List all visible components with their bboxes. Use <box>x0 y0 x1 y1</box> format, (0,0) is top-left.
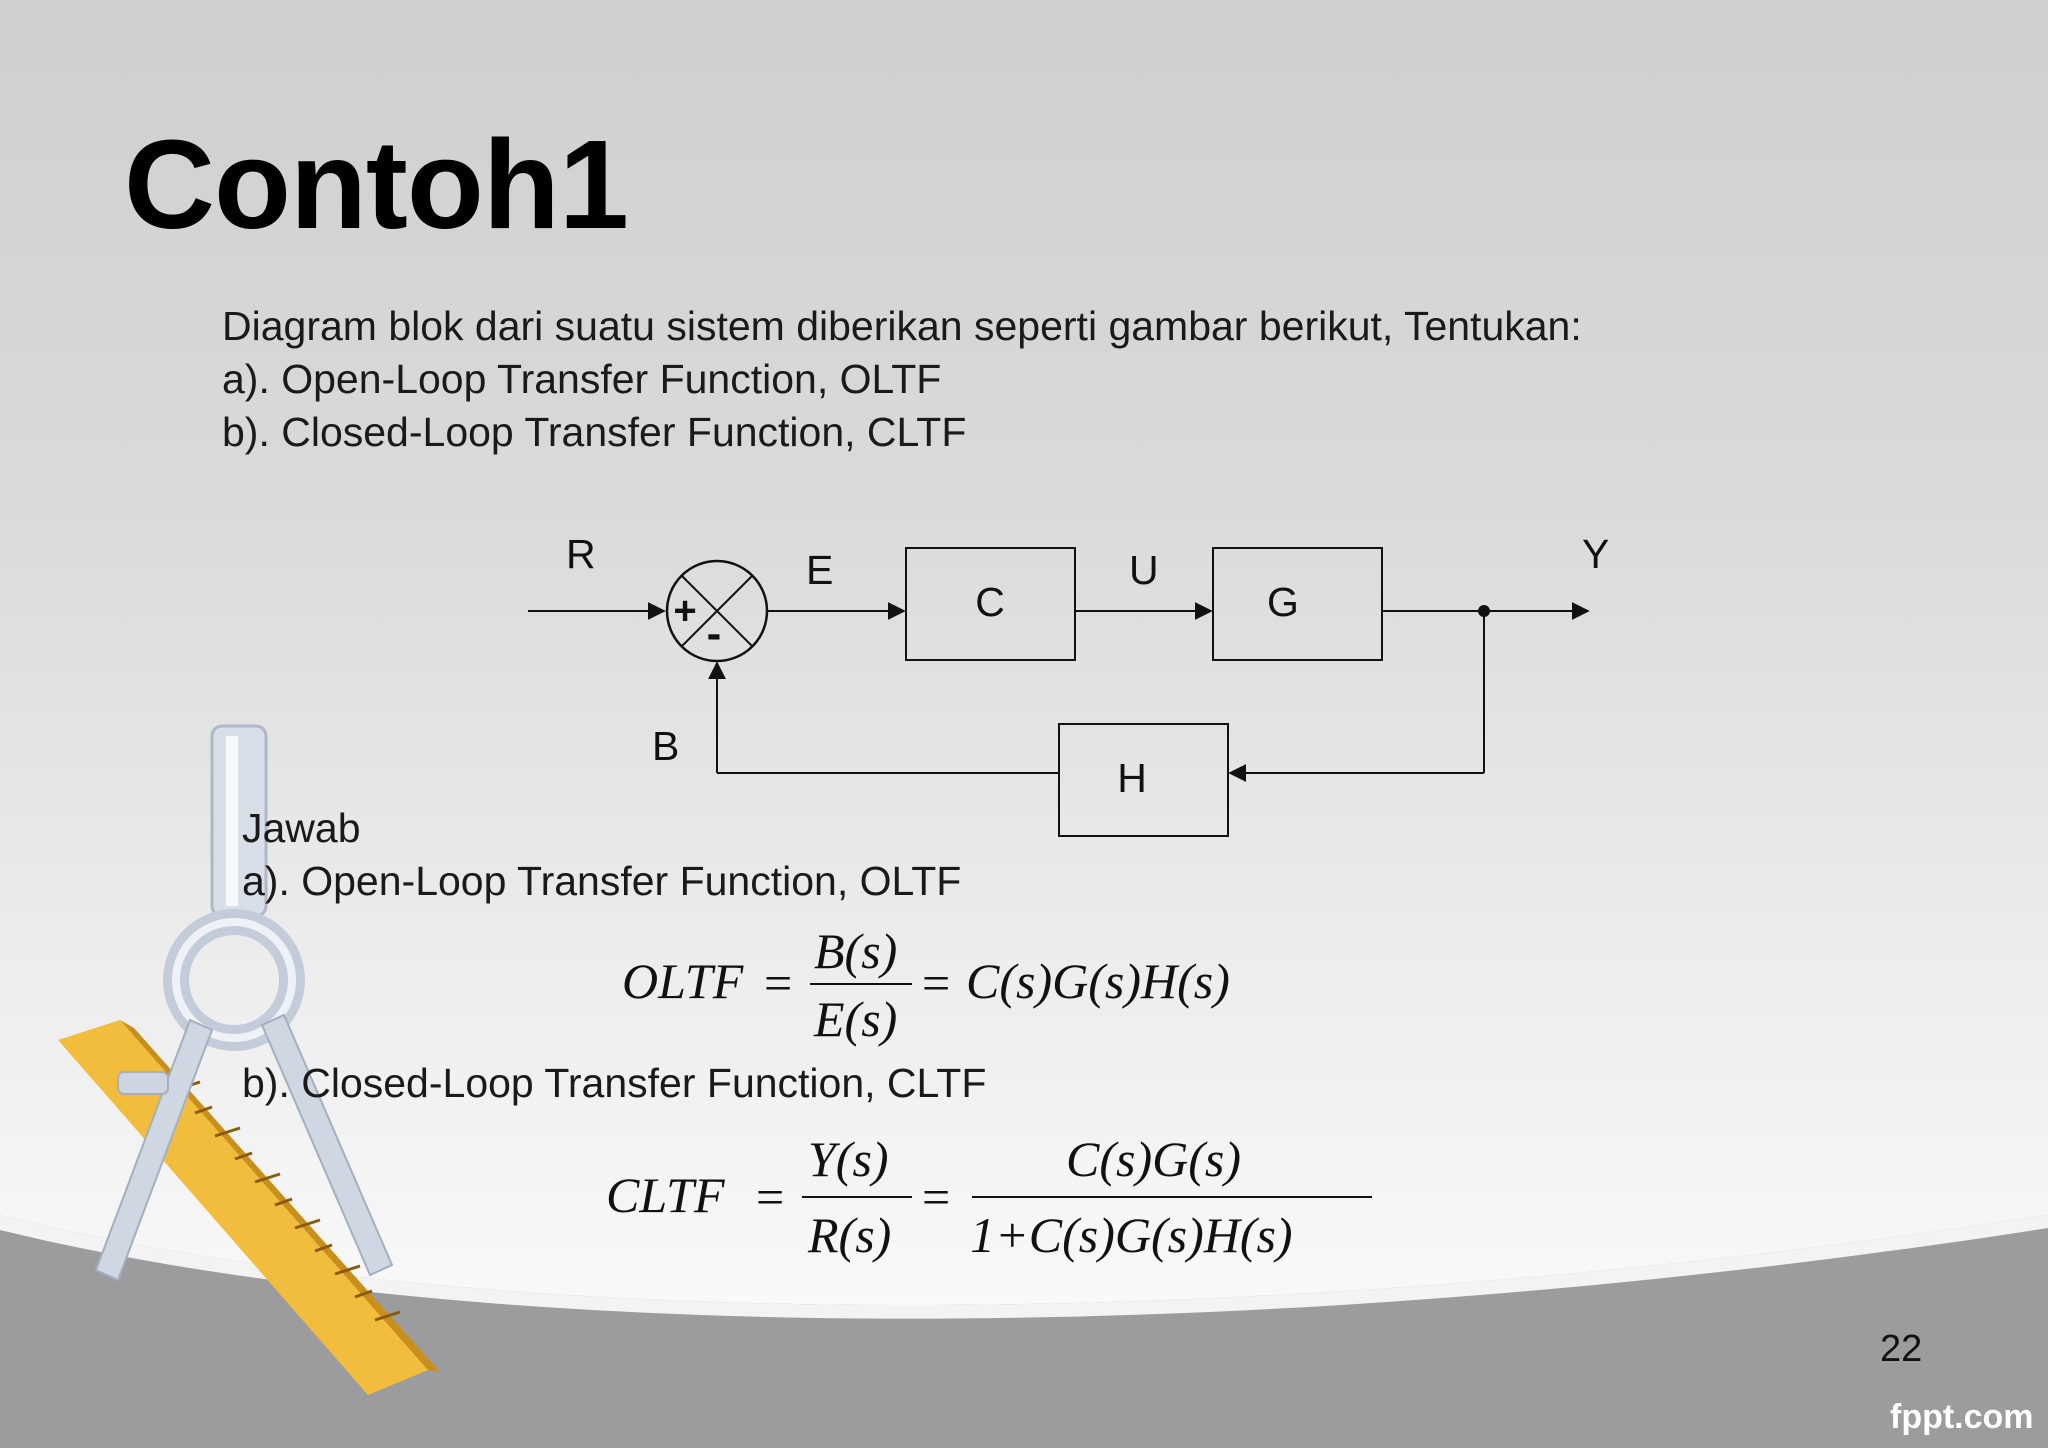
signal-label-E: E <box>806 547 833 593</box>
block-H <box>1058 723 1229 837</box>
answer-b-heading: b). Closed-Loop Transfer Function, CLTF <box>242 1060 987 1106</box>
cltf-fraction-bar-1 <box>802 1196 912 1198</box>
block-label-H: H <box>1117 755 1147 801</box>
cltf-equals-2: = <box>922 1169 951 1225</box>
block-label-C: C <box>975 579 1005 625</box>
oltf-fraction-bar <box>810 983 912 985</box>
brand-watermark: fppt.com <box>1890 1398 2034 1436</box>
cltf-denominator-2: 1+C(s)G(s)H(s) <box>970 1207 1293 1263</box>
signal-label-R: R <box>566 531 596 577</box>
answer-label: Jawab <box>242 805 361 851</box>
block-G <box>1212 547 1383 661</box>
signal-label-B: B <box>652 723 679 769</box>
signal-label-U: U <box>1129 547 1159 593</box>
cltf-denominator: R(s) <box>808 1207 892 1263</box>
slide-title: Contoh1 <box>124 114 629 255</box>
oltf-numerator: B(s) <box>814 923 898 979</box>
cltf-lhs: CLTF <box>606 1167 725 1223</box>
answer-a-heading: a). Open-Loop Transfer Function, OLTF <box>242 858 962 904</box>
oltf-rhs: C(s)G(s)H(s) <box>966 953 1230 1009</box>
summing-cross-2 <box>681 575 753 647</box>
summing-plus-sign: + <box>673 589 696 633</box>
block-label-G: G <box>1267 579 1299 625</box>
intro-line: Diagram blok dari suatu sistem diberikan… <box>222 303 1582 349</box>
cltf-fraction-bar-2 <box>972 1196 1372 1198</box>
bottom-band <box>0 1215 2048 1448</box>
pickoff-point <box>1478 605 1490 617</box>
summing-minus-sign: - <box>707 609 722 658</box>
oltf-equals-1: = <box>764 955 793 1011</box>
problem-statement: Diagram blok dari suatu sistem diberikan… <box>222 300 1582 459</box>
page-number: 22 <box>1880 1328 1923 1370</box>
compass-illustration <box>94 724 394 1282</box>
intro-line: a). Open-Loop Transfer Function, OLTF <box>222 356 942 402</box>
cltf-numerator-2: C(s)G(s) <box>1066 1131 1241 1187</box>
answer-section: Jawab a). Open-Loop Transfer Function, O… <box>242 802 961 908</box>
oltf-denominator: E(s) <box>814 991 898 1047</box>
block-C <box>905 547 1076 661</box>
cltf-equals-1: = <box>756 1169 785 1225</box>
oltf-lhs: OLTF <box>622 953 744 1009</box>
bottom-band-highlight <box>0 1215 2048 1319</box>
intro-line: b). Closed-Loop Transfer Function, CLTF <box>222 409 967 455</box>
oltf-equals-2: = <box>922 955 951 1011</box>
signal-label-Y: Y <box>1582 531 1609 577</box>
cltf-numerator: Y(s) <box>808 1131 889 1187</box>
ruler-illustration <box>58 1020 440 1395</box>
